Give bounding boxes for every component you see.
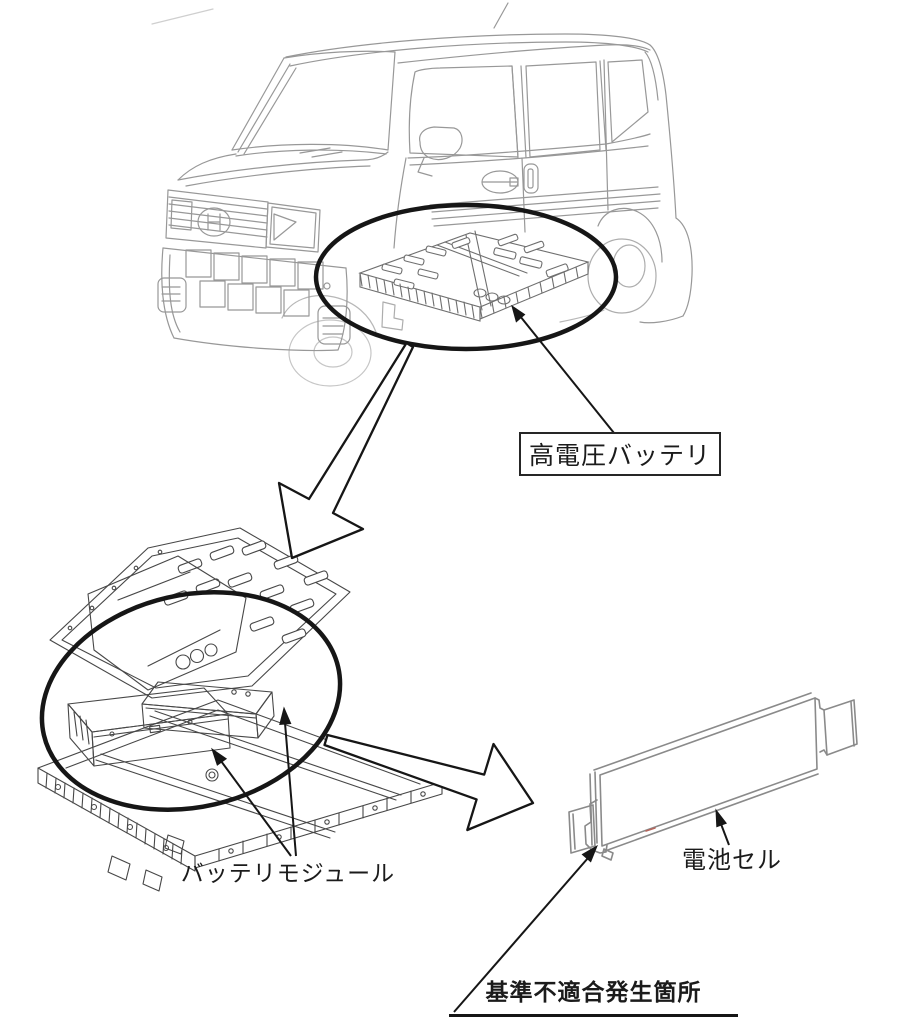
van-illustration: [151, 2, 693, 387]
red-speck-artifact: [645, 827, 656, 832]
bumper-grid: [185, 249, 324, 317]
pack-skirt-hatch-left: [359, 272, 475, 319]
label-high-voltage-battery: 高電圧バッテリ: [519, 432, 721, 476]
battery-cell-illustration: [568, 692, 858, 861]
label-battery-cell: 電池セル: [682, 848, 782, 874]
zoom-arrow-pack-to-cell: [323, 733, 535, 832]
tray-rail-hatch-se: [218, 790, 412, 862]
pack-vent-slots: [381, 233, 569, 290]
battery-module-front: [67, 687, 231, 767]
zoom-arrow-van-to-pack: [277, 341, 415, 560]
pack-skirt-hatch-right: [479, 266, 579, 319]
hv-battery-label-leader-arrow: [511, 304, 615, 434]
underfloor-battery-illustration: [358, 230, 590, 322]
label-battery-module: バッテリモジュール: [180, 861, 396, 886]
module-label-leader-arrows: [211, 706, 297, 857]
modules-highlight-ellipse: [39, 590, 343, 812]
tray-rail-hatch-sw: [45, 772, 183, 865]
van-battery-highlight-ellipse: [313, 202, 619, 352]
exploded-pack-illustration: [37, 527, 443, 892]
scan-artifact-line: [151, 8, 214, 25]
nonconformity-leader-arrow: [453, 844, 599, 1013]
label-nonconformity-location: 基準不適合発生箇所: [449, 973, 738, 1017]
cell-label-leader-arrow: [715, 808, 730, 846]
